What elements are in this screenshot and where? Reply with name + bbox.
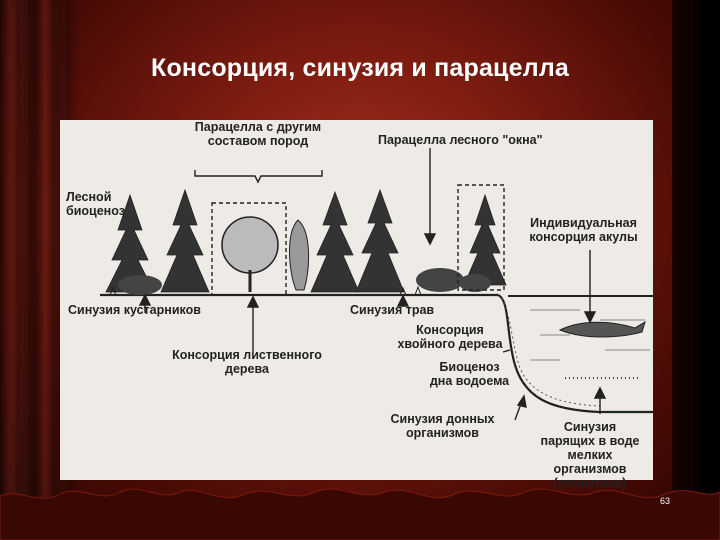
curtain-left-fold [0,0,70,540]
label-pond-biocenosis: Биоценоз дна водоема [429,360,510,388]
paracell-window-frame [457,184,505,291]
label-paracell-window: Парацелла лесного "окна" [378,133,543,147]
paracell-other-frame [211,202,287,296]
shark-shape [558,320,646,338]
curtain-fringe [0,488,720,540]
label-shark-consortium: Индивидуальная консорция акулы [529,216,638,244]
label-deciduous-consortium: Консорция лиственного дерева [172,348,322,376]
pond-bottom-organisms [501,297,601,407]
poplar-tree [289,219,310,291]
curtain-right-shadow [672,0,720,540]
label-conifer-consortium: Консорция хвойного дерева [397,323,503,351]
page-number: 63 [660,496,671,506]
shrubs [118,268,491,295]
label-paracell-other: Парацелла с другим составом пород [178,120,338,148]
label-forest-biocenosis: Лесной биоценоз [66,190,125,218]
label-shrub-synusia: Синузия кустарников [68,303,201,317]
slide-title: Консорция, синузия и парацелла [151,54,569,82]
deciduous-tree-crown [221,216,279,274]
label-grass-synusia: Синузия трав [350,303,435,317]
water-waves [530,309,650,361]
conifer-trees [105,188,507,293]
grass-marks [109,285,422,296]
label-plankton-synusia: Синузия парящих в воде мелких организмов… [540,420,640,490]
label-bottom-synusia: Синузия донных организмов [390,412,495,440]
ecology-diagram: Парацелла с другим составом пород Параце… [60,120,653,490]
diagram-drawing [100,148,653,421]
paracell-brace [194,170,323,184]
label-paracell-other-text: Парацелла с другим составом пород [194,120,322,148]
label-arrows [138,148,607,421]
pond-basin-outline [497,293,653,414]
